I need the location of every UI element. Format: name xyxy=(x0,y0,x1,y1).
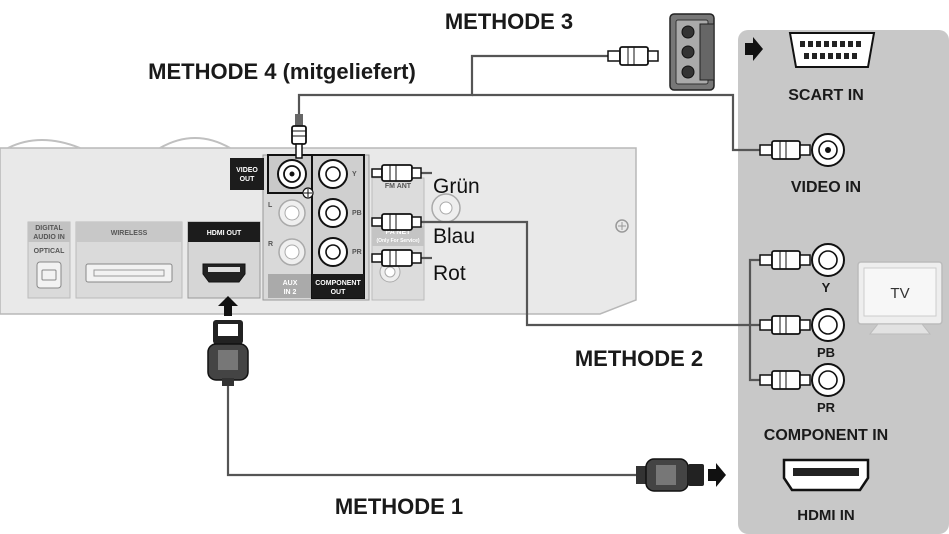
pa-net-label-1: PA NET xyxy=(386,229,412,236)
component-pb-label: PB xyxy=(352,210,362,217)
tv-icon: TV xyxy=(857,261,943,335)
hdmi-plug-device-icon xyxy=(207,320,249,386)
component-plug-pr-icon xyxy=(371,249,422,267)
component-in-plug-y-icon xyxy=(759,250,811,270)
component-pr-label: PR xyxy=(352,249,362,256)
fm-ant-label: FM ANT xyxy=(385,183,412,190)
arrow-right-icon xyxy=(708,463,726,487)
plugs xyxy=(207,13,811,492)
method-1-label: METHODE 1 xyxy=(335,494,463,519)
digital-audio-label-2: AUDIO IN xyxy=(33,234,65,241)
arrow-right-scart-icon xyxy=(745,37,763,61)
component-in-pb-port xyxy=(811,308,845,342)
home-cinema-rear-panel: DIGITAL AUDIO IN OPTICAL WIRELESS HDMI O… xyxy=(0,137,637,315)
pa-net-label-2: (Only For Service) xyxy=(376,238,419,244)
scart-in-port xyxy=(788,32,876,68)
video-out-label-2: OUT xyxy=(240,176,256,183)
hdmi-out-label: HDMI OUT xyxy=(207,230,242,237)
cable-color-blue-label: Blau xyxy=(433,225,475,248)
component-in-label: COMPONENT IN xyxy=(764,427,888,444)
scart-adapter-icon xyxy=(669,13,715,91)
component-plug-pb-icon xyxy=(371,213,422,231)
component-y-label: Y xyxy=(352,171,357,178)
component-plug-y-icon xyxy=(371,164,422,182)
method-4-label: METHODE 4 (mitgeliefert) xyxy=(148,59,416,84)
hdmi-plug-tv-icon xyxy=(636,458,704,492)
video-in-port xyxy=(811,133,845,167)
digital-audio-label-1: DIGITAL xyxy=(35,225,63,232)
video-in-plug-icon xyxy=(759,140,811,160)
component-out-label-2: OUT xyxy=(331,289,347,296)
aux-l-label: L xyxy=(268,202,273,209)
video-plug-icon xyxy=(291,114,307,159)
component-out-label-1: COMPONENT xyxy=(315,280,361,287)
component-in-y-port xyxy=(811,243,845,277)
hdmi-in-port xyxy=(782,458,870,492)
video-out-tag xyxy=(230,158,264,190)
aux-r-label: R xyxy=(268,241,273,248)
optical-port xyxy=(36,261,62,289)
arrow-up-icon xyxy=(218,296,238,316)
wireless-port xyxy=(85,263,173,283)
scart-in-label: SCART IN xyxy=(788,87,864,104)
method-3-label: METHODE 3 xyxy=(445,9,573,34)
hdmi-out-port xyxy=(202,263,246,283)
cable-color-green-label: Grün xyxy=(433,175,480,198)
component-in-plug-pr-icon xyxy=(759,370,811,390)
scart-rca-plug-icon xyxy=(607,46,659,66)
aux-label-2: IN 2 xyxy=(284,289,297,296)
screw-icon xyxy=(615,219,629,233)
component-in-plug-pb-icon xyxy=(759,315,811,335)
cables xyxy=(226,54,760,477)
method-2-label: METHODE 2 xyxy=(575,346,703,371)
component-in-pr-label: PR xyxy=(817,400,836,415)
component-in-pr-port xyxy=(811,363,845,397)
aux-label-1: AUX xyxy=(283,280,298,287)
cable-color-red-label: Rot xyxy=(433,262,466,285)
tv-label: TV xyxy=(890,285,909,302)
wireless-label: WIRELESS xyxy=(111,230,148,237)
hdmi-in-label: HDMI IN xyxy=(797,507,855,524)
component-in-y-label: Y xyxy=(822,280,831,295)
component-in-pb-label: PB xyxy=(817,345,835,360)
video-out-label-1: VIDEO xyxy=(236,167,258,174)
optical-label: OPTICAL xyxy=(34,248,65,255)
video-in-label: VIDEO IN xyxy=(791,179,861,196)
